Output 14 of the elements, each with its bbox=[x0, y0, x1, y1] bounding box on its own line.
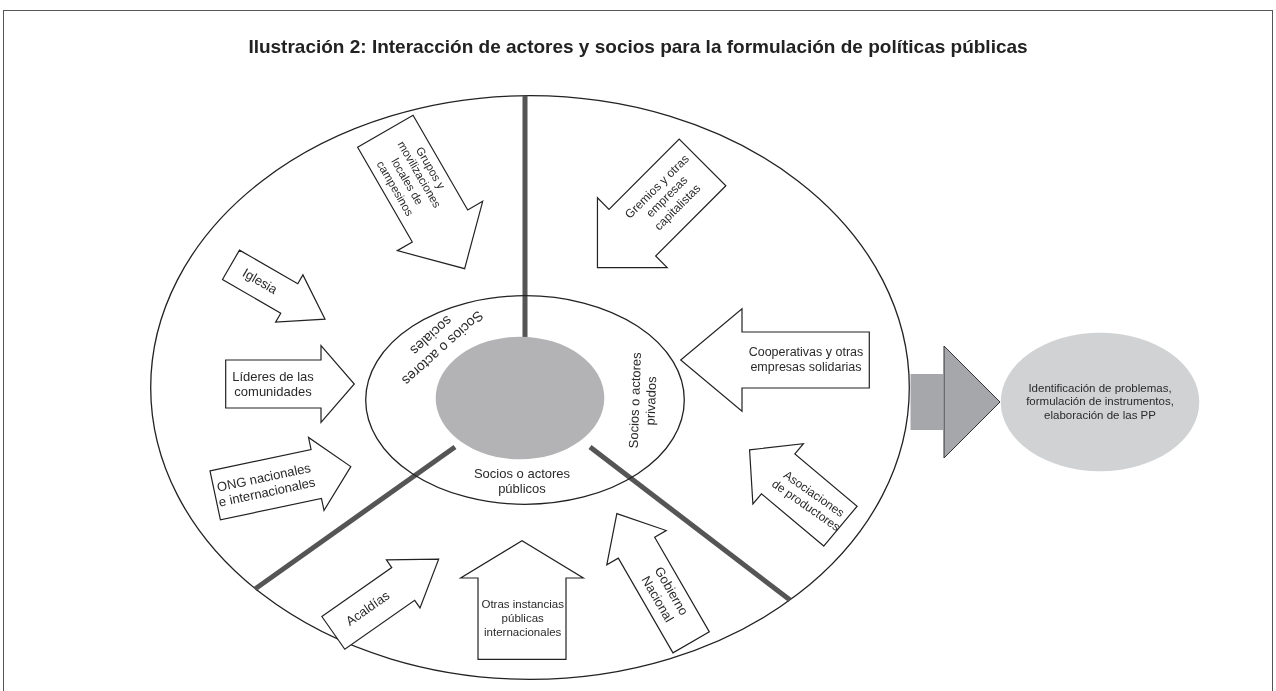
ring-ellipse bbox=[365, 295, 685, 505]
sector-label: Socios o actores privados bbox=[625, 350, 660, 451]
callout-shape bbox=[460, 540, 584, 660]
result-text: Identificación de problemas, formulación de instrumentos, elaboración de las PP bbox=[1025, 381, 1175, 423]
figure-title: Ilustración 2: Interacción de actores y socios para la formulación de políticas públicas bbox=[247, 36, 1029, 58]
callout-shape bbox=[225, 345, 355, 423]
arrow bbox=[910, 345, 1001, 459]
arrow-label: Otras instancias públicas internacionales bbox=[479, 598, 565, 640]
result-ellipse bbox=[1000, 332, 1200, 472]
arrow-label: Cooperativas y otras empresas solidarias bbox=[747, 345, 865, 375]
arrow-label: Líderes de las comunidades bbox=[231, 368, 315, 400]
outer-ellipse bbox=[150, 95, 910, 680]
sector-label: Socios o actores públicos bbox=[472, 465, 572, 497]
callout-shape bbox=[680, 308, 870, 412]
